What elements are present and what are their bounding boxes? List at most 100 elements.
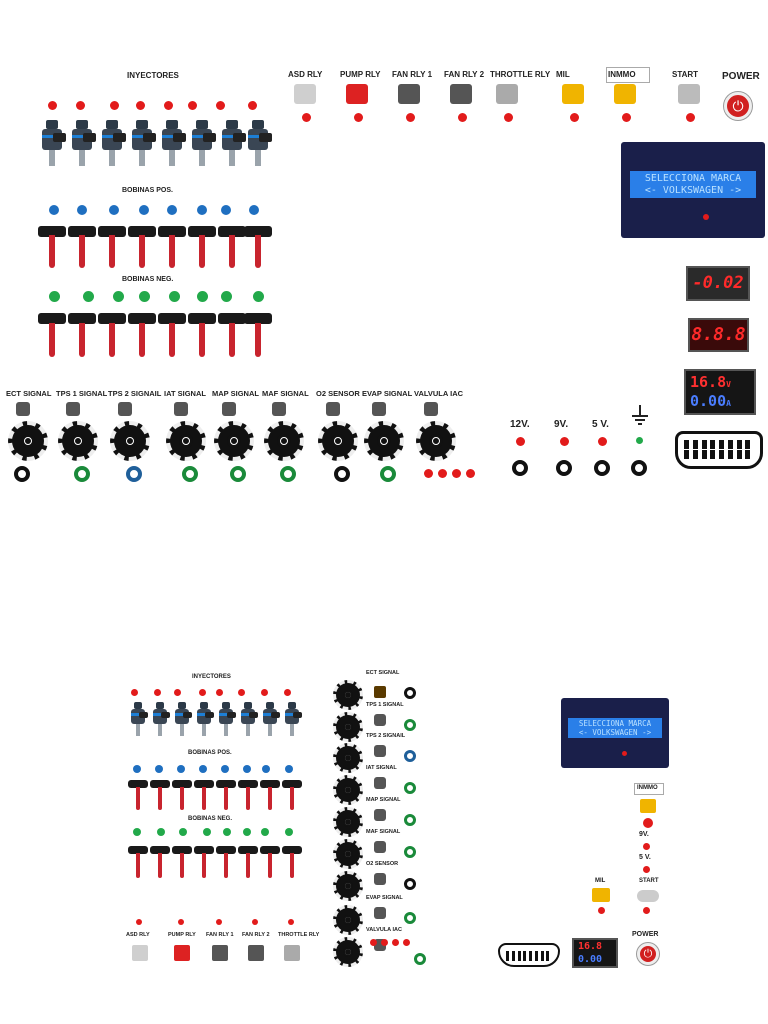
signal-knob[interactable] bbox=[58, 421, 98, 461]
knob-center bbox=[343, 722, 353, 732]
bottom-injector-led bbox=[261, 689, 268, 696]
knob-center bbox=[343, 849, 353, 859]
bottom-signal-knob[interactable] bbox=[333, 712, 363, 742]
relay-icon[interactable] bbox=[132, 945, 148, 961]
bottom-signal-knob[interactable] bbox=[333, 905, 363, 935]
coil-icon bbox=[260, 780, 280, 810]
bottom-signal-knob[interactable] bbox=[333, 680, 363, 710]
bottom-mil-label: MIL bbox=[595, 878, 606, 884]
fan-icon[interactable] bbox=[212, 945, 228, 961]
signal-knob[interactable] bbox=[110, 421, 150, 461]
knob-center bbox=[277, 434, 291, 448]
rail-jack[interactable] bbox=[556, 460, 572, 476]
bottom-signal-jack[interactable] bbox=[404, 912, 416, 924]
sensor-icon bbox=[118, 402, 132, 416]
fan-icon[interactable] bbox=[450, 84, 472, 104]
coil-icon-boot bbox=[135, 786, 141, 810]
bottom-signal-jack[interactable] bbox=[404, 782, 416, 794]
immobilizer-icon[interactable] bbox=[614, 84, 636, 104]
relay-icon[interactable] bbox=[294, 84, 316, 104]
signal-knob[interactable] bbox=[264, 421, 304, 461]
power-button[interactable]: ⏻ bbox=[724, 92, 752, 120]
rail-jack[interactable] bbox=[594, 460, 610, 476]
bottom-signal-knob[interactable] bbox=[333, 743, 363, 773]
injector-icon-band bbox=[285, 712, 299, 716]
signal-jack[interactable] bbox=[14, 466, 30, 482]
coil-icon bbox=[188, 313, 216, 357]
bottom-signal-jack[interactable] bbox=[404, 687, 416, 699]
bottom-signal-jack[interactable] bbox=[404, 814, 416, 826]
bottom-signal-knob[interactable] bbox=[333, 775, 363, 805]
signal-jack[interactable] bbox=[126, 466, 142, 482]
obd-pin bbox=[523, 955, 527, 961]
coil-icon-boot bbox=[254, 235, 262, 268]
throttle-body-icon[interactable] bbox=[496, 84, 518, 104]
iac-led bbox=[438, 469, 447, 478]
bottom-signal-jack[interactable] bbox=[404, 719, 416, 731]
bottom-signal-label: TPS 2 SIGNAIL bbox=[366, 733, 406, 739]
injector-icon bbox=[128, 120, 156, 166]
coil-icon-boot bbox=[267, 786, 273, 810]
fan-icon[interactable] bbox=[398, 84, 420, 104]
sensor-icon bbox=[374, 873, 386, 885]
bottom-signal-knob[interactable] bbox=[333, 937, 363, 967]
bottom-power-button[interactable]: ⏻ bbox=[637, 943, 659, 965]
coil-icon bbox=[216, 846, 236, 878]
signal-jack[interactable] bbox=[182, 466, 198, 482]
signal-jack[interactable] bbox=[74, 466, 90, 482]
signal-knob[interactable] bbox=[364, 421, 404, 461]
knob-center bbox=[343, 690, 353, 700]
coil-icon-head bbox=[158, 313, 186, 324]
bottom-coil-pos-led bbox=[133, 765, 141, 773]
relay-label: FAN RLY 1 bbox=[392, 70, 433, 79]
signal-jack[interactable] bbox=[280, 466, 296, 482]
bottom-coil-neg-led bbox=[179, 828, 187, 836]
bottom-ignition-key-icon[interactable] bbox=[637, 890, 659, 902]
bottom-coil-pos-led bbox=[199, 765, 207, 773]
bottom-signal-knob[interactable] bbox=[333, 871, 363, 901]
bottom-signal-jack[interactable] bbox=[404, 878, 416, 890]
fan-icon[interactable] bbox=[248, 945, 264, 961]
knob-center bbox=[21, 434, 35, 448]
fuel-pump-icon[interactable] bbox=[346, 84, 368, 104]
signal-knob[interactable] bbox=[8, 421, 48, 461]
bottom-signal-jack[interactable] bbox=[414, 953, 426, 965]
signal-knob[interactable] bbox=[318, 421, 358, 461]
display-2: 8.8.8 bbox=[688, 318, 749, 352]
bottom-signal-knob[interactable] bbox=[333, 839, 363, 869]
fuel-pump-icon[interactable] bbox=[174, 945, 190, 961]
coil-icon-head bbox=[98, 313, 126, 324]
obd-pin bbox=[745, 440, 751, 449]
coil-icon bbox=[238, 846, 258, 878]
bottom-signal-jack[interactable] bbox=[404, 846, 416, 858]
rail-label: 5 V. bbox=[592, 419, 609, 430]
bottom-check-engine-icon[interactable] bbox=[592, 888, 610, 902]
signal-jack[interactable] bbox=[334, 466, 350, 482]
throttle-body-icon[interactable] bbox=[284, 945, 300, 961]
coil-icon bbox=[98, 226, 126, 268]
signal-jack[interactable] bbox=[380, 466, 396, 482]
rail-jack[interactable] bbox=[512, 460, 528, 476]
coil-pos-led bbox=[167, 205, 177, 215]
signal-jack[interactable] bbox=[230, 466, 246, 482]
injector-icon bbox=[218, 120, 246, 166]
coil-icon-boot bbox=[254, 322, 262, 357]
coil-icon-boot bbox=[179, 786, 185, 810]
ground-jack[interactable] bbox=[631, 460, 647, 476]
obd-pin bbox=[719, 450, 724, 459]
signal-knob[interactable] bbox=[416, 421, 456, 461]
bottom-immobilizer-icon[interactable] bbox=[640, 799, 656, 813]
sensor-icon bbox=[374, 907, 386, 919]
check-engine-icon[interactable] bbox=[562, 84, 584, 104]
signal-label: MAP SIGNAL bbox=[212, 389, 259, 398]
injector-icon bbox=[150, 702, 170, 736]
sensor-icon bbox=[374, 686, 386, 698]
coil-icon bbox=[68, 226, 96, 268]
bottom-signal-knob[interactable] bbox=[333, 807, 363, 837]
signal-knob[interactable] bbox=[166, 421, 206, 461]
signal-knob[interactable] bbox=[214, 421, 254, 461]
bottom-signal-jack[interactable] bbox=[404, 750, 416, 762]
ignition-key-icon[interactable] bbox=[678, 84, 700, 104]
bottom-relay-label: ASD RLY bbox=[126, 932, 150, 938]
injector-icon bbox=[282, 702, 302, 736]
